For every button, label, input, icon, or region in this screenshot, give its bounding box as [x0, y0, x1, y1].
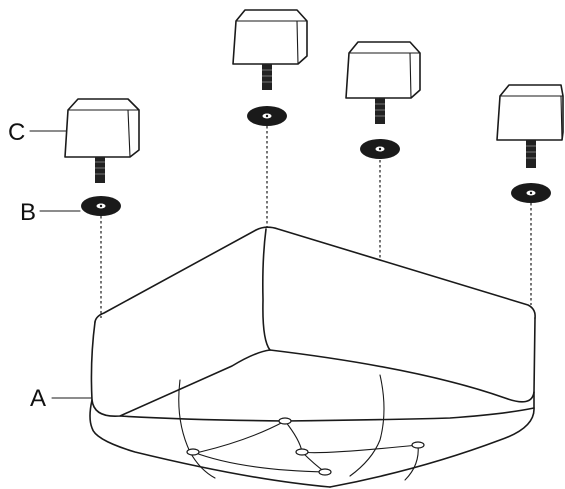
alignment-guides	[100, 126, 532, 318]
callout-label-a: A	[30, 385, 46, 412]
leg-1	[64, 98, 140, 216]
callout-b: B	[20, 199, 81, 226]
tuft-button	[411, 441, 425, 449]
leg-3	[345, 41, 421, 159]
callout-c: C	[8, 119, 67, 146]
callout-label-b: B	[20, 199, 36, 226]
ottoman-left-side	[90, 321, 271, 417]
ottoman-bottom-rim-right	[329, 391, 535, 488]
tuft-button	[186, 448, 200, 456]
tuft-seam-3	[199, 420, 286, 453]
ottoman-right-side	[269, 317, 536, 403]
ottoman-top-outline	[94, 226, 536, 323]
leg-block-edge	[560, 95, 563, 141]
leg-bolt	[262, 64, 272, 90]
leg-block	[496, 84, 564, 141]
leg-4	[496, 84, 564, 203]
leg-block	[345, 41, 421, 99]
callout-label-c: C	[8, 119, 25, 146]
ottoman-bottom-rim	[89, 399, 331, 488]
tuft-button	[318, 468, 332, 476]
leg-bolt	[526, 140, 536, 168]
ottoman-inner-seam	[119, 407, 535, 422]
leg-block-edge	[409, 52, 412, 99]
leg-bolt	[95, 157, 105, 183]
tuft-button	[278, 417, 292, 425]
tuft-button	[295, 448, 309, 456]
tuft-seam-8	[192, 451, 326, 473]
ottoman-body	[89, 226, 536, 488]
ottoman-corner-edge	[262, 228, 271, 351]
tuft-seam-5	[301, 444, 419, 454]
leg-block-edge	[296, 20, 299, 65]
t-nut-hole-center	[378, 147, 382, 151]
leg-block	[232, 9, 308, 65]
tuft-seam-7	[404, 444, 419, 481]
tuft-seam-4	[284, 420, 303, 453]
t-nut-hole-center	[265, 114, 269, 118]
tuft-seam-2	[349, 374, 385, 477]
leg-block	[64, 98, 140, 158]
leg-bolt	[375, 98, 385, 124]
callout-a: A	[30, 385, 93, 412]
t-nut-hole-center	[529, 191, 533, 195]
leg-block-edge	[127, 109, 131, 158]
t-nut-hole-center	[99, 204, 103, 208]
leg-2	[232, 9, 308, 126]
